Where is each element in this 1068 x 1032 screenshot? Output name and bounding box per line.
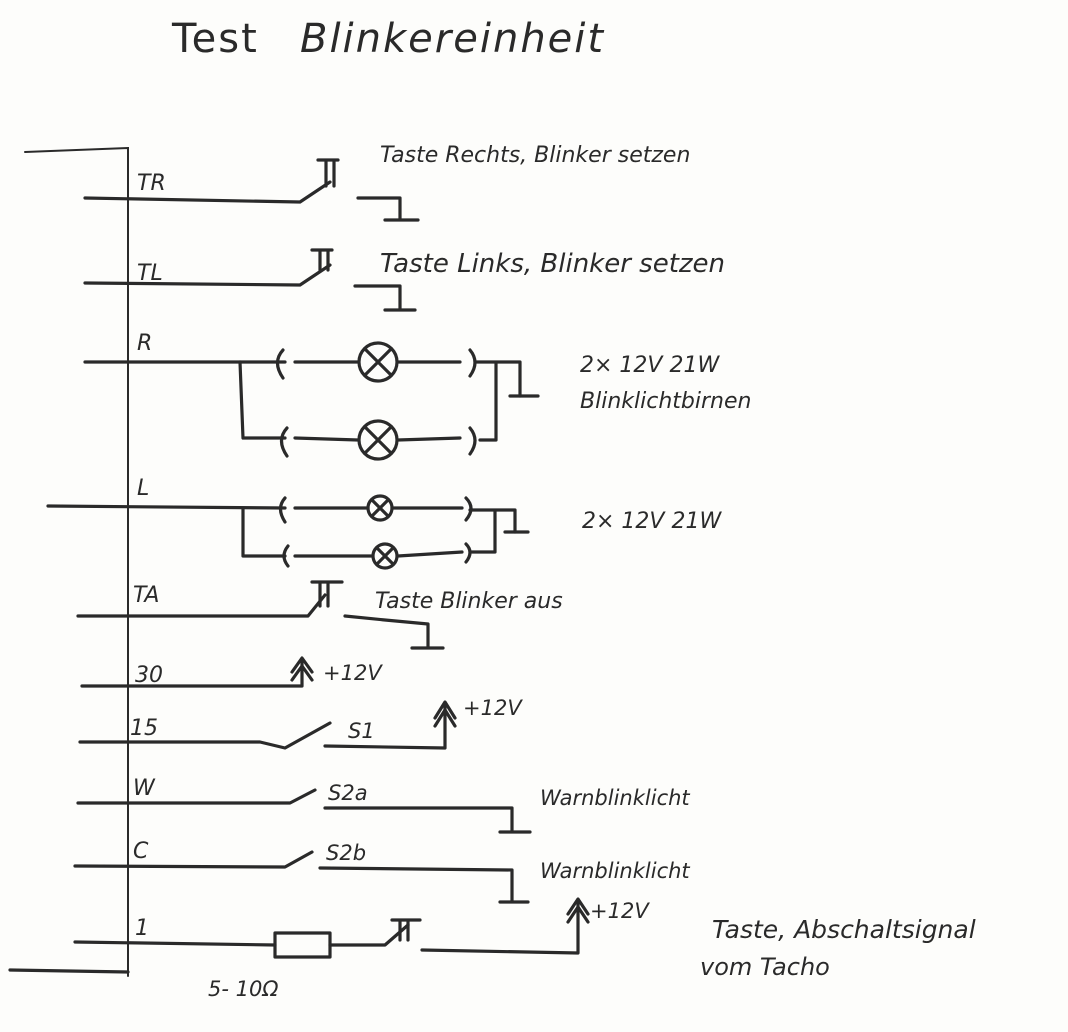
supply-arrow-icon xyxy=(433,700,457,728)
row-c: C S2b Warnblinklicht xyxy=(73,839,690,904)
pin-label-30: 30 xyxy=(135,663,163,688)
label-1-line2: vom Tacho xyxy=(700,953,830,981)
pin-label-15: 15 xyxy=(130,716,158,741)
label-w: Warnblinklicht xyxy=(540,786,690,810)
switch-label-s1: S1 xyxy=(348,719,375,743)
push-button-icon xyxy=(310,248,334,272)
row-tl: TL Taste Links, Blinker setzen xyxy=(83,248,725,312)
row-w: W S2a Warnblinklicht xyxy=(76,776,690,834)
supply-15: +12V xyxy=(463,696,523,720)
switch-label-s2b: S2b xyxy=(326,841,366,865)
supply-30: +12V xyxy=(323,661,383,685)
resistor-icon xyxy=(273,931,332,959)
ground-icon xyxy=(353,284,417,312)
row-l: L 2× 12V 21W xyxy=(46,476,722,570)
push-button-icon xyxy=(310,580,344,608)
pin-label-l: L xyxy=(137,476,149,501)
push-button-icon xyxy=(316,158,340,188)
bulb-icon xyxy=(357,341,399,383)
ground-icon xyxy=(356,196,420,222)
row-r: R 2× 12V 21W Blinklichtbirnen xyxy=(83,331,751,461)
pin-label-w: W xyxy=(133,776,156,801)
label-r-line1: 2× 12V 21W xyxy=(580,353,720,378)
label-tl: Taste Links, Blinker setzen xyxy=(380,249,725,279)
title-word-test: Test xyxy=(171,16,259,62)
bulb-icon xyxy=(357,419,399,461)
supply-arrow-icon xyxy=(290,656,314,682)
row-30: 30 +12V xyxy=(80,656,383,688)
supply-arrow-icon xyxy=(566,897,590,924)
unit-outline xyxy=(8,146,130,977)
label-c: Warnblinklicht xyxy=(540,859,690,883)
ground-icon xyxy=(318,866,530,904)
label-tr: Taste Rechts, Blinker setzen xyxy=(380,143,690,168)
row-1: 1 +12V Taste, Abschaltsignal vom Tacho 5… xyxy=(73,897,976,1001)
push-button-icon xyxy=(390,918,422,942)
pin-label-c: C xyxy=(133,839,149,864)
switch-label-s2a: S2a xyxy=(328,781,368,805)
row-ta: TA Taste Blinker aus xyxy=(76,580,563,650)
label-l: 2× 12V 21W xyxy=(582,509,722,534)
resistor-value: 5- 10Ω xyxy=(208,977,278,1001)
ground-icon xyxy=(343,614,445,650)
row-15: 15 S1 +12V xyxy=(78,696,523,750)
pin-label-r: R xyxy=(137,331,152,356)
bulb-icon xyxy=(366,494,394,522)
title-word-blinkereinheit: Blinkereinheit xyxy=(300,16,605,62)
row-tr: TR Taste Rechts, Blinker setzen xyxy=(83,143,690,222)
label-ta: Taste Blinker aus xyxy=(375,589,563,614)
pin-label-tr: TR xyxy=(137,171,166,196)
label-1-line1: Taste, Abschaltsignal xyxy=(712,915,976,944)
ground-icon xyxy=(323,806,532,834)
pin-label-ta: TA xyxy=(133,583,159,608)
pin-label-tl: TL xyxy=(137,261,163,286)
bulb-icon xyxy=(371,542,399,570)
pin-label-1: 1 xyxy=(135,916,149,941)
supply-1: +12V xyxy=(590,899,650,923)
label-r-line2: Blinklichtbirnen xyxy=(580,389,751,414)
